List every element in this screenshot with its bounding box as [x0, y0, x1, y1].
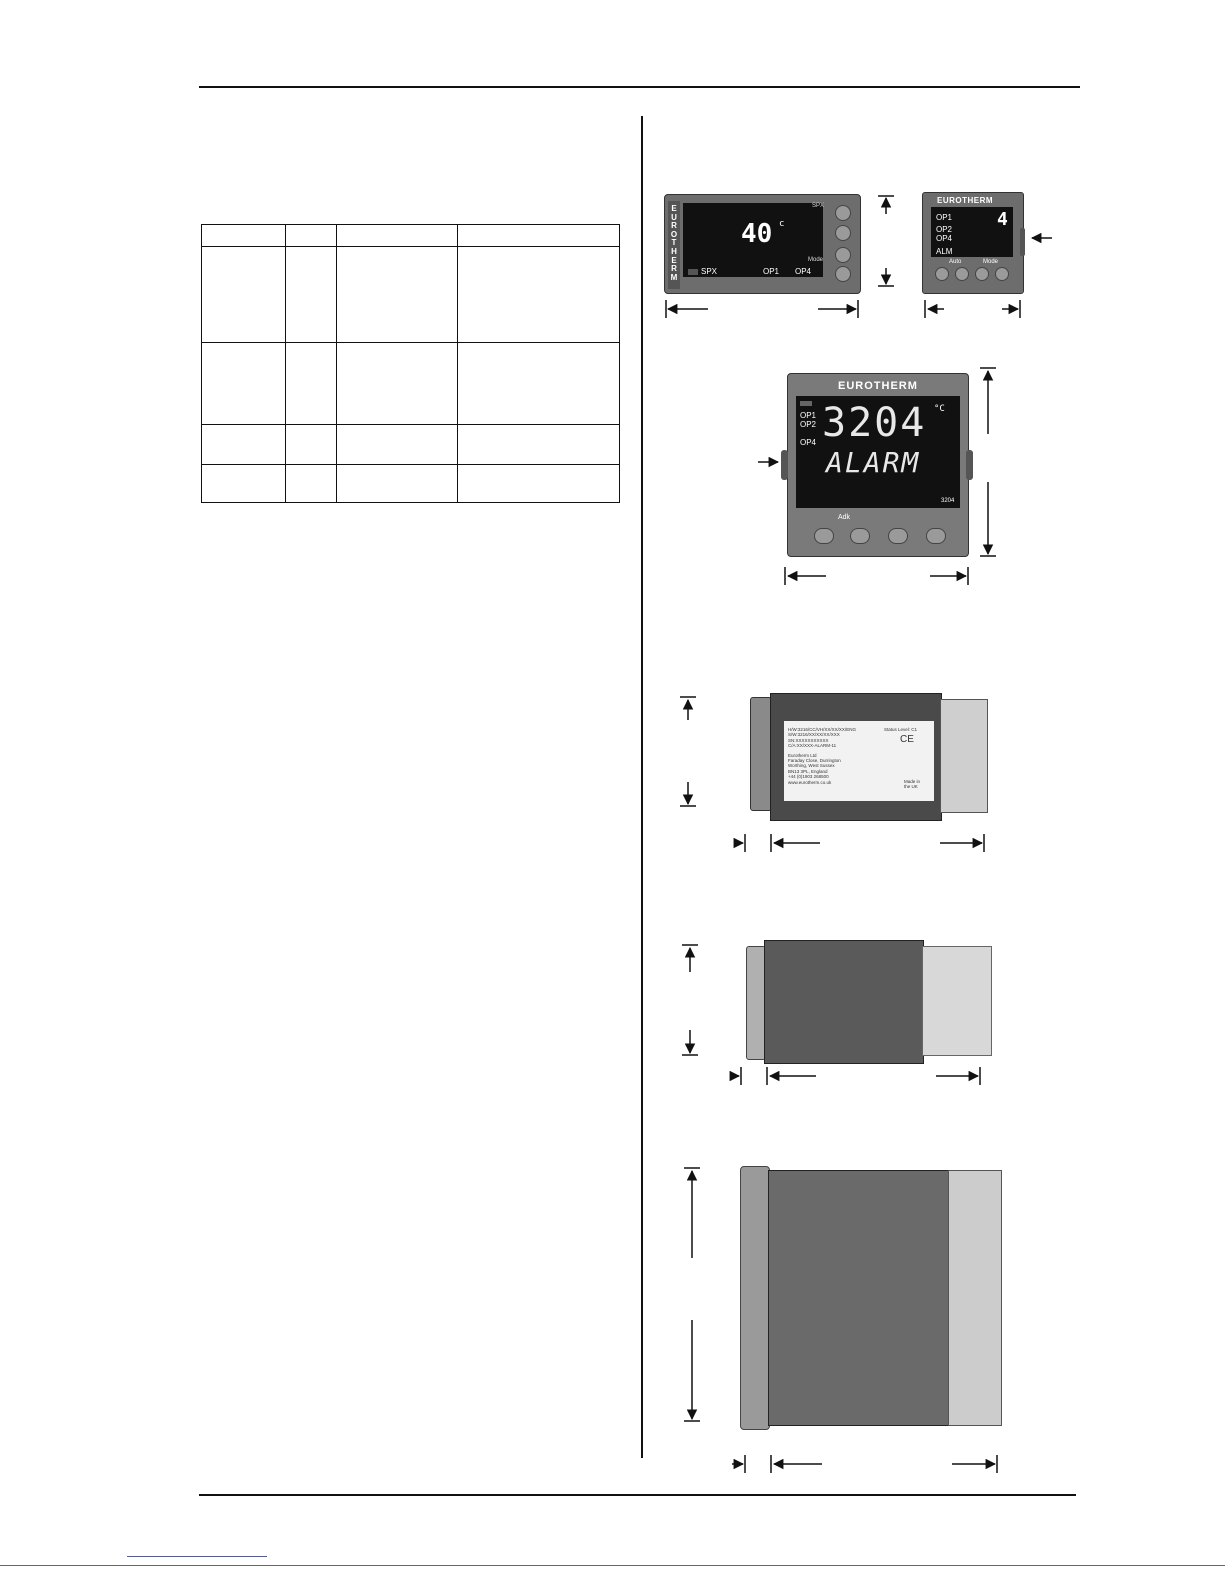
side-clip-right — [1020, 228, 1025, 256]
label-status: Status Level: C1 — [884, 727, 918, 732]
output-op1: OP1 — [800, 411, 817, 420]
label-ca: C/A:XX/XXX-ALARM-11 — [788, 743, 837, 749]
label-hw: H/W:3216/CC/VH/XX/XX/XX/ENG — [788, 727, 856, 732]
side-view-tall-unit — [740, 1166, 1002, 1430]
reading-value: 3204 — [822, 400, 927, 446]
footer-link-underline[interactable] — [127, 1556, 267, 1557]
header-rule — [199, 86, 1080, 88]
side-view-cage-unit — [746, 940, 992, 1064]
terminal-block — [948, 1170, 1002, 1426]
side-clip-left — [781, 450, 788, 480]
model-tag: 3204 — [941, 498, 955, 504]
reading-value: 40 — [741, 219, 773, 249]
table-row — [201, 246, 620, 343]
page-button[interactable] — [935, 267, 949, 281]
output-op2: OP2 — [936, 225, 953, 234]
key-label-auto: Auto — [949, 259, 962, 265]
label-web: www.eurotherm.co.uk — [788, 779, 832, 785]
indicator-spx: SPX — [701, 267, 718, 276]
controller-3216-front: EUROTHERM 40 c SPX OP1 OP4 SPX Mode — [664, 194, 861, 294]
brand-strip: EUROTHERM — [668, 201, 680, 289]
page-bottom-rule — [0, 1565, 1225, 1566]
label-made-in: Made in the UK — [904, 779, 921, 790]
column-divider — [641, 116, 643, 1458]
up-button[interactable] — [835, 247, 851, 263]
label-maker: Eurotherm Ltd — [788, 752, 817, 758]
label-address3: BN13 3PL, England — [788, 768, 828, 774]
terminal-block — [922, 946, 992, 1056]
ce-mark: CE — [900, 734, 914, 745]
down-button[interactable] — [835, 266, 851, 282]
controller-3208-front: EUROTHERM OP1 OP2 OP4 ALM 4 Auto Mode — [922, 192, 1024, 294]
display-screen: 40 c SPX OP1 OP4 — [683, 203, 823, 277]
status-alm: ALM — [936, 247, 953, 256]
unit-label: °C — [934, 404, 945, 414]
output-op4: OP4 — [800, 438, 817, 447]
table-header-row — [201, 224, 620, 247]
display-screen: OP1 OP2 OP4 ALM 4 — [931, 207, 1013, 257]
page-button[interactable] — [814, 528, 834, 544]
label-address2: Worthing, West Sussex — [788, 763, 835, 769]
footer-rule — [199, 1494, 1076, 1496]
cage — [764, 940, 924, 1064]
up-button[interactable] — [995, 267, 1009, 281]
table-row — [201, 464, 620, 503]
side-view-label-unit: H/W:3216/CC/VH/XX/XX/XX/ENG S/W:3216/XX/… — [750, 693, 988, 821]
up-button[interactable] — [926, 528, 946, 544]
down-button[interactable] — [888, 528, 908, 544]
label-sw: S/W:3216/XX/XX/XX/XXX — [788, 732, 840, 738]
brand-label: EUROTHERM — [937, 196, 994, 205]
reading-value: 4 — [997, 209, 1008, 230]
label-sn: SN:XXXXXXXXXXX — [788, 737, 829, 743]
display-screen: OP1 OP2 OP4 3204 °C ALARM 3204 — [796, 396, 960, 508]
brand-label: EUROTHERM — [838, 380, 918, 392]
scroll-button[interactable] — [850, 528, 870, 544]
indicator-box — [800, 401, 812, 406]
terminal-block — [940, 699, 988, 813]
indicator-op4: OP4 — [795, 267, 812, 276]
side-label-spx: SPX — [812, 203, 825, 209]
label-address1: Faraday Close, Durrington — [788, 758, 841, 764]
down-button[interactable] — [975, 267, 989, 281]
label-phone: +44 (0)1903 268500 — [788, 774, 829, 780]
scroll-button[interactable] — [835, 225, 851, 241]
brand-vertical-text: EUROTHERM — [670, 204, 678, 282]
indicator-op1: OP1 — [763, 267, 780, 276]
page-button[interactable] — [835, 205, 851, 221]
message-text: ALARM — [826, 446, 921, 479]
side-label-mode: Mode — [808, 257, 824, 263]
indicator-box — [688, 269, 698, 275]
spec-table — [201, 224, 620, 503]
output-op2: OP2 — [800, 420, 817, 429]
key-label-mode: Mode — [983, 259, 999, 265]
housing — [768, 1170, 950, 1426]
table-row — [201, 424, 620, 465]
product-label: H/W:3216/CC/VH/XX/XX/XX/ENG S/W:3216/XX/… — [784, 721, 934, 801]
key-label: Adk — [838, 514, 851, 521]
unit-label: c — [779, 219, 785, 229]
scroll-button[interactable] — [955, 267, 969, 281]
output-op4: OP4 — [936, 234, 953, 243]
side-clip-right — [966, 450, 973, 480]
output-op1: OP1 — [936, 213, 953, 222]
